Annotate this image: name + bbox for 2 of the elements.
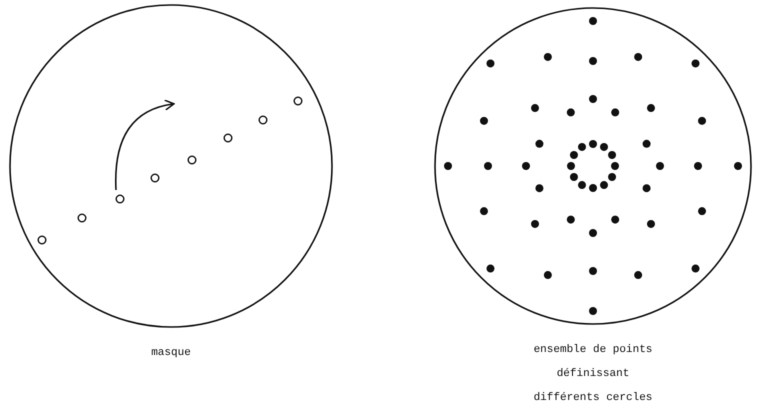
node-label: masque bbox=[150, 346, 192, 361]
node-label: ensemble de points définissant différents cercles bbox=[532, 343, 654, 406]
